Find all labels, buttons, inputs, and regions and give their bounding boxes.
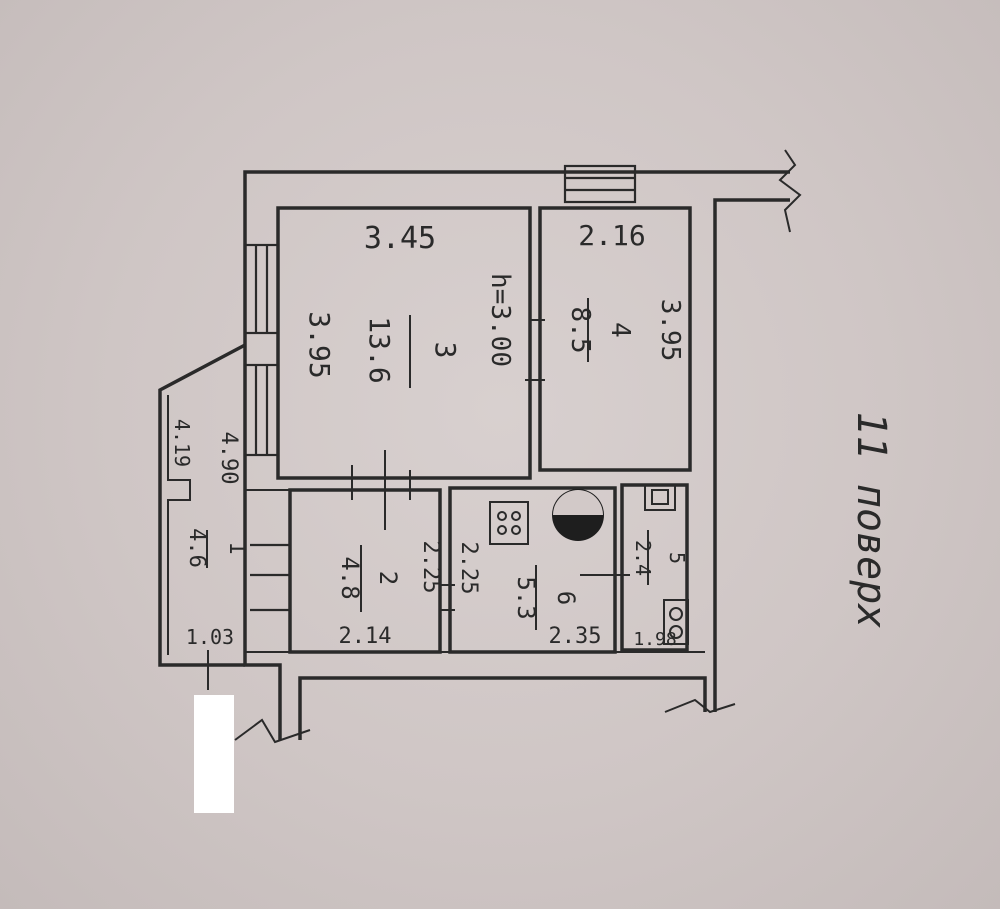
- room1-number: 1: [224, 541, 249, 554]
- window-left-upper: [243, 243, 280, 335]
- window-corridor: [250, 543, 290, 612]
- windows: [243, 164, 637, 612]
- room4-area: 8.5: [565, 307, 595, 354]
- toilet-icon: [644, 484, 676, 511]
- room4-number: 4: [605, 322, 635, 338]
- room6-number: 6: [552, 591, 580, 605]
- sink-icon: [552, 489, 604, 541]
- room5-area: 2.4: [631, 540, 655, 576]
- room6-area: 5.3: [512, 576, 540, 619]
- room1-area: 4.6: [184, 528, 209, 568]
- room2-number: 2: [374, 571, 402, 585]
- corridor-length-label: 4.90: [216, 432, 241, 485]
- ceiling-height-label: h=3.00: [485, 273, 515, 367]
- room4-length-label: 3.95: [655, 299, 685, 362]
- room2-width-label: 2.14: [339, 624, 392, 649]
- window-top: [563, 164, 637, 204]
- room5-number: 5: [665, 552, 689, 564]
- stove-icon: [489, 501, 529, 545]
- room6-width-label: 2.35: [549, 624, 602, 649]
- room3-length-label: 3.95: [303, 311, 336, 378]
- balcony: [158, 343, 246, 690]
- room5-length-label: 1.98: [633, 629, 676, 650]
- room2-length-label: 2.25: [418, 541, 443, 594]
- balcony-width-label: 1.03: [186, 625, 234, 649]
- floor-label: 11 поверх: [848, 412, 894, 629]
- redaction-patch: [194, 695, 234, 813]
- balcony-length-label: 4.19: [170, 419, 194, 467]
- window-left-lower: [243, 363, 280, 457]
- interior-walls: [245, 206, 705, 654]
- washbasin-icon: [663, 599, 689, 645]
- door-ticks: [351, 319, 630, 611]
- room3-width-label: 3.45: [364, 221, 436, 256]
- room3-number: 3: [429, 342, 462, 359]
- room4-width-label: 2.16: [578, 219, 645, 252]
- room2-area: 4.8: [336, 556, 364, 599]
- room3-area: 13.6: [363, 316, 396, 383]
- room6-length-label: 2.25: [456, 542, 481, 595]
